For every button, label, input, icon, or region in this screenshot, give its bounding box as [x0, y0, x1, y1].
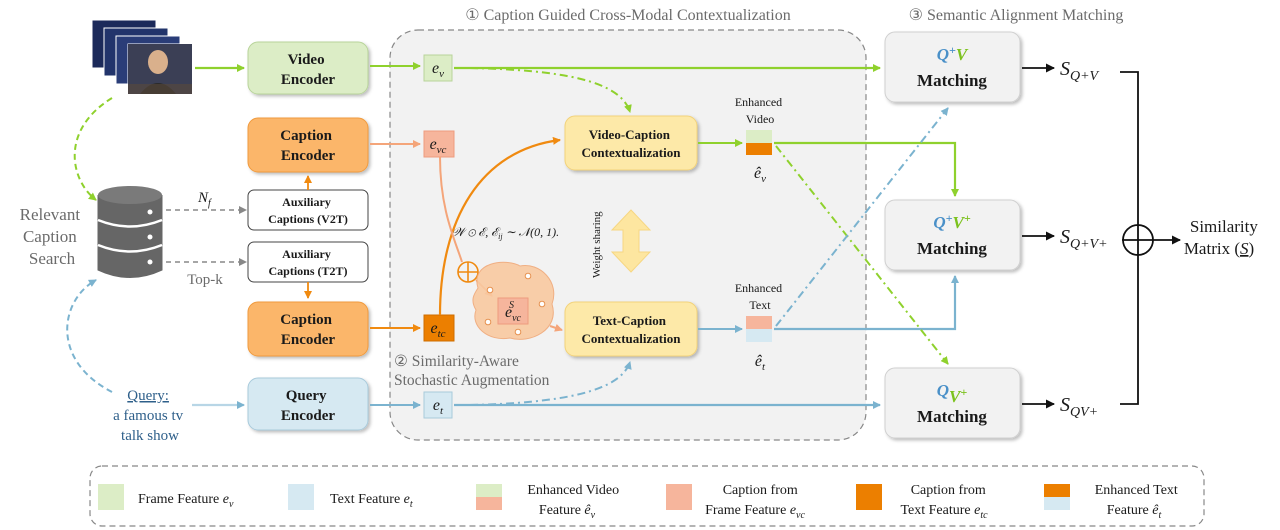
similarity-matrix-label: Similarity Matrix (S) — [1184, 217, 1262, 258]
weight-sharing-label: Weight sharing — [591, 211, 603, 278]
video-caption-contextualization — [564, 115, 698, 171]
legend-swatch-enhanced-video — [476, 484, 502, 497]
nf-label: Nf — [197, 190, 212, 209]
svg-text:QV+: QV+ — [937, 381, 968, 406]
enhanced-video-feature — [746, 130, 772, 143]
caption-encoder-top — [247, 117, 369, 173]
feature-ev — [423, 54, 453, 82]
feature-etc — [423, 314, 455, 342]
caption-encoder-bottom — [247, 301, 369, 357]
topk-label: Top-k — [187, 272, 223, 288]
query-text: Query: a famous tv talk show — [113, 388, 187, 444]
query-encoder — [247, 377, 369, 431]
legend — [89, 465, 1205, 527]
svg-text:Auxiliary Captions (T2T): Auxiliary Captions (T2T) — [268, 247, 347, 278]
svg-text:Enhanced Text Feature êt: Enhanced Text Feature êt — [1095, 483, 1182, 521]
legend-swatch-text — [288, 484, 314, 510]
section-title-augmentation: ② Similarity-Aware Stochastic Augmentati… — [394, 353, 550, 389]
matching-qv — [884, 31, 1021, 103]
svg-text:Matching: Matching — [917, 239, 987, 258]
enhanced-video-label: Enhanced Video — [735, 95, 785, 126]
weight-sharing-arrow-icon — [610, 209, 652, 273]
svg-text:Video-Caption Contextualiz: Video-Caption Contextualization — [582, 127, 682, 160]
svg-text:Query Encoder: Query Encoder — [281, 388, 336, 424]
feature-evcs — [497, 297, 529, 325]
svg-text:Caption from Frame Feature: Caption from Frame Feature evc — [705, 483, 805, 521]
video-encoder — [247, 41, 369, 95]
section-title-alignment: ③ Semantic Alignment Matching — [909, 7, 1124, 24]
enhanced-text-label: Enhanced Text — [735, 281, 785, 312]
matching-qvv — [884, 199, 1021, 271]
noise-formula: 𝒲 ⊙ ℰ, ℰij ∼ 𝒩(0, 1). — [452, 225, 559, 241]
svg-text:Matching: Matching — [917, 407, 987, 426]
feature-evc — [423, 130, 455, 158]
legend-swatch-frame — [98, 484, 124, 510]
score-s1: SQ+V — [1060, 58, 1100, 84]
svg-text:Video Encoder: Video Encoder — [281, 52, 336, 88]
score-s2: SQ+V+ — [1060, 226, 1108, 252]
svg-text:Auxiliary Captions (V2T): Auxiliary Captions (V2T) — [268, 195, 348, 226]
svg-text:Enhanced Video Feature êv: Enhanced Video Feature êv — [527, 483, 622, 521]
svg-text:Caption Encoder: Caption Encoder — [280, 312, 335, 348]
svg-text:Caption Encoder: Caption Encoder — [280, 128, 335, 164]
video-frames-image — [91, 19, 193, 95]
svg-text:evc: evc — [430, 136, 447, 156]
svg-text:Text Feature et: Text Feature et — [330, 492, 413, 510]
svg-text:Q+V+: Q+V+ — [933, 211, 970, 232]
matching-qvplus — [884, 367, 1021, 439]
score-s3: SQV+ — [1060, 394, 1098, 420]
svg-text:ev: ev — [432, 60, 444, 80]
svg-text:Frame Feature ev: Frame Feature ev — [138, 492, 234, 510]
legend-swatch-enhanced-text — [1044, 484, 1070, 497]
relevant-caption-search-label: Relevant Caption Search — [20, 205, 85, 268]
caption-database-icon — [97, 186, 163, 278]
legend-swatch-caption-text — [856, 484, 882, 510]
svg-text:Text-Caption Contextualiza: Text-Caption Contextualization — [582, 313, 682, 346]
feature-et — [423, 391, 453, 419]
svg-text:evcS: evcS — [505, 300, 522, 324]
legend-swatch-caption-frame — [666, 484, 692, 510]
svg-text:êt: êt — [755, 353, 766, 373]
svg-text:etc: etc — [430, 320, 445, 340]
enhanced-text-feature — [746, 316, 772, 329]
svg-text:et: et — [433, 397, 444, 417]
svg-text:Q+V: Q+V — [937, 43, 969, 64]
svg-text:Matching: Matching — [917, 71, 987, 90]
section-title-contextualization: ① Caption Guided Cross-Modal Contextuali… — [465, 7, 790, 24]
text-caption-contextualization — [564, 301, 698, 357]
svg-text:Caption from Text Feature: Caption from Text Feature etc — [900, 483, 989, 521]
svg-text:êv: êv — [754, 165, 766, 185]
